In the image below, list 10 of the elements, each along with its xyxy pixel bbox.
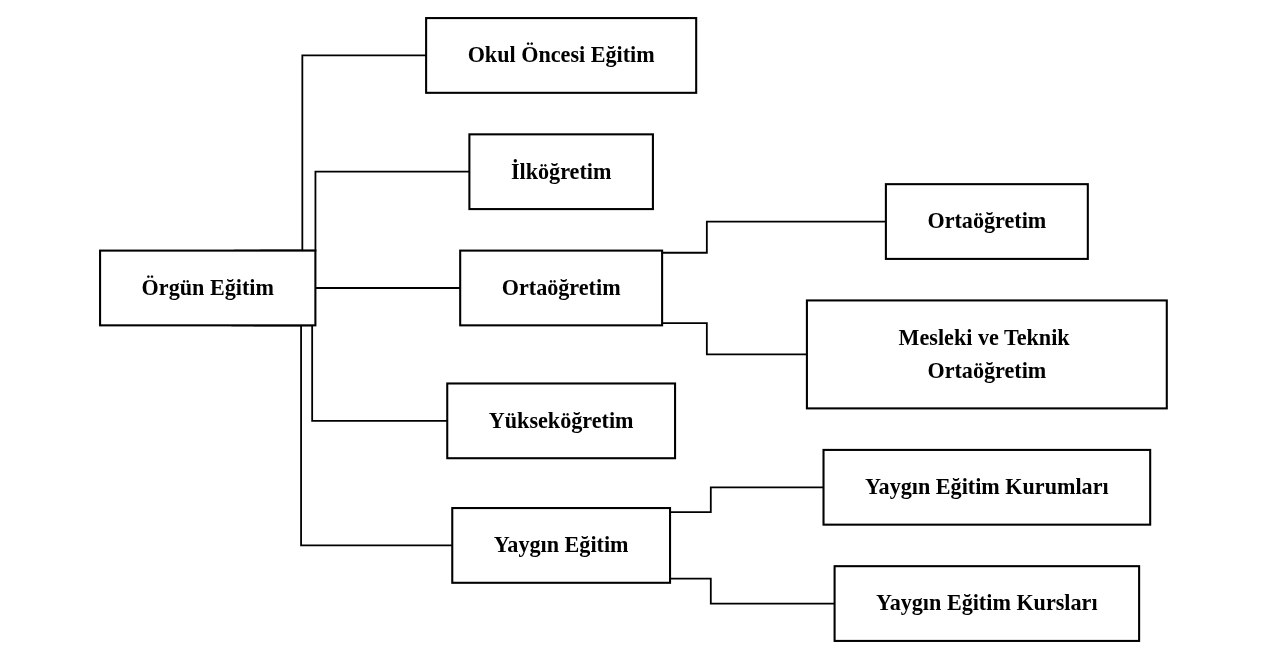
node-box: Yaygın Eğitim Kurumları [822,448,1151,526]
node-box: Ortaöğretim [458,249,663,327]
node-box: Örgün Eğitim [98,249,316,327]
node-box: Mesleki ve Teknik Ortaöğretim [805,299,1168,410]
node-box: İlköğretim [467,133,654,211]
node-box: Okul Öncesi Eğitim [424,17,697,94]
node-box: Yaygın Eğitim [450,507,671,584]
node-box: Ortaöğretim [884,183,1089,260]
node-box: Yükseköğretim [445,382,676,460]
node-box: Yaygın Eğitim Kursları [833,565,1140,642]
